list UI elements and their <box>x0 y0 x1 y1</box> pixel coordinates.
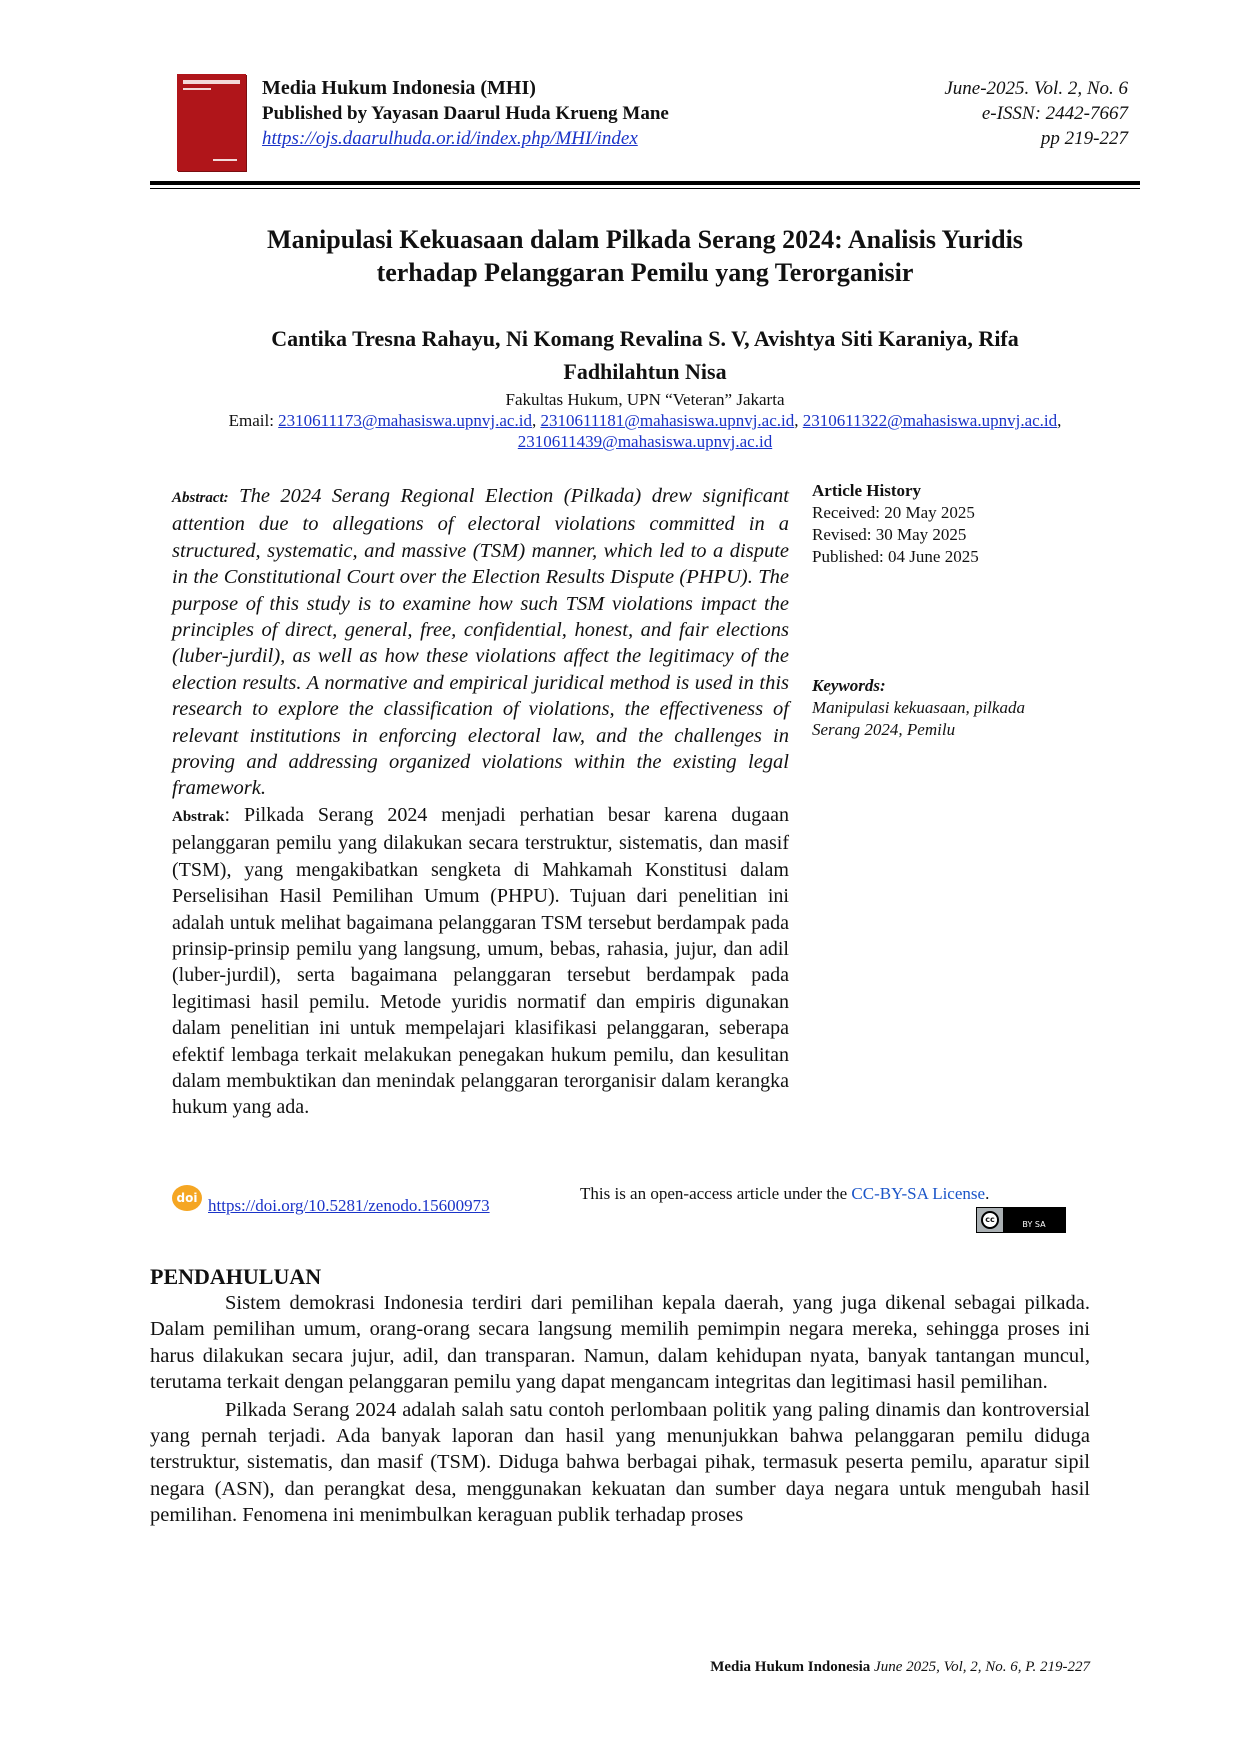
email-list: Email: 2310611173@mahasiswa.upnvj.ac.id,… <box>228 411 1062 451</box>
cc-by-sa-icon[interactable]: cc BY SA <box>976 1207 1066 1233</box>
abstract-indonesian-text: Pilkada Serang 2024 menjadi perhatian be… <box>172 803 789 1119</box>
cc-terms: BY SA <box>1003 1207 1065 1233</box>
history-revised: Revised: 30 May 2025 <box>812 525 967 544</box>
license-prefix: This is an open-access article under the <box>580 1184 852 1203</box>
body-paragraph: Pilkada Serang 2024 adalah salah satu co… <box>150 1398 1090 1527</box>
history-received: Received: 20 May 2025 <box>812 503 975 522</box>
doi-link[interactable]: https://doi.org/10.5281/zenodo.15600973 <box>208 1196 490 1215</box>
article-history: Article History Received: 20 May 2025 Re… <box>812 480 979 568</box>
issue-info: June-2025. Vol. 2, No. 6 e-ISSN: 2442-76… <box>944 76 1128 151</box>
keywords-text: Manipulasi kekuasaan, pilkada Serang 202… <box>812 698 1025 739</box>
journal-cover-thumbnail <box>177 74 246 171</box>
title-line-2: terhadap Pelanggaran Pemilu yang Terorga… <box>376 258 914 287</box>
issue-date: June-2025. Vol. 2, No. 6 <box>944 78 1128 99</box>
license-link[interactable]: CC-BY-SA License <box>851 1184 986 1203</box>
page-range: pp 219-227 <box>1040 128 1128 149</box>
footer-journal: Media Hukum Indonesia <box>710 1659 871 1675</box>
email-link[interactable]: 2310611439@mahasiswa.upnvj.ac.id <box>517 432 773 451</box>
journal-name: Media Hukum Indonesia (MHI) <box>262 77 536 99</box>
page-footer: Media Hukum Indonesia June 2025, Vol, 2,… <box>710 1659 1090 1676</box>
abstract-english-text: The 2024 Serang Regional Election (Pilka… <box>172 485 789 800</box>
publisher: Published by Yayasan Daarul Huda Krueng … <box>262 103 669 124</box>
authors-line-1: Cantika Tresna Rahayu, Ni Komang Revalin… <box>271 326 1019 351</box>
keywords: Keywords: Manipulasi kekuasaan, pilkada … <box>812 675 1072 741</box>
abstract-block: Abstract: The 2024 Serang Regional Elect… <box>172 483 789 1121</box>
license-suffix: . <box>985 1184 990 1203</box>
email-link[interactable]: 2310611322@mahasiswa.upnvj.ac.id <box>802 411 1058 430</box>
footer-citation: June 2025, Vol, 2, No. 6, P. 219-227 <box>870 1659 1090 1675</box>
doi-icon: doi <box>172 1185 202 1211</box>
license-statement: This is an open-access article under the… <box>580 1184 989 1204</box>
author-list: Cantika Tresna Rahayu, Ni Komang Revalin… <box>150 322 1140 388</box>
authors-line-2: Fadhilahtun Nisa <box>563 359 727 384</box>
title-line-1: Manipulasi Kekuasaan dalam Pilkada Seran… <box>267 225 1023 254</box>
cc-logo-icon: cc <box>981 1211 999 1229</box>
abstract-indonesian: Abstrak: Pilkada Serang 2024 menjadi per… <box>172 803 789 1119</box>
email-link[interactable]: 2310611173@mahasiswa.upnvj.ac.id <box>278 411 532 430</box>
email-label: Email: <box>228 411 279 430</box>
abstract-english: Abstract: The 2024 Serang Regional Elect… <box>172 483 789 802</box>
section-heading: PENDAHULUAN <box>150 1264 322 1289</box>
abstract-label: Abstract: <box>172 490 229 506</box>
body-text: Sistem demokrasi Indonesia terdiri dari … <box>150 1290 1090 1530</box>
keywords-heading: Keywords <box>812 676 880 695</box>
journal-url-link[interactable]: https://ojs.daarulhuda.or.id/index.php/M… <box>262 128 638 149</box>
header-rule-thin <box>150 188 1140 189</box>
body-paragraph: Sistem demokrasi Indonesia terdiri dari … <box>150 1292 1090 1394</box>
eissn: e-ISSN: 2442-7667 <box>981 103 1128 124</box>
email-link[interactable]: 2310611181@mahasiswa.upnvj.ac.id <box>540 411 795 430</box>
history-heading: Article History <box>812 481 922 500</box>
header-rule-thick <box>150 181 1140 185</box>
abstrak-label: Abstrak <box>172 808 225 825</box>
journal-info: Media Hukum Indonesia (MHI) Published by… <box>262 76 669 151</box>
affiliation: Fakultas Hukum, UPN “Veteran” Jakarta <box>505 390 785 409</box>
article-title: Manipulasi Kekuasaan dalam Pilkada Seran… <box>150 223 1140 289</box>
history-published: Published: 04 June 2025 <box>812 547 979 566</box>
